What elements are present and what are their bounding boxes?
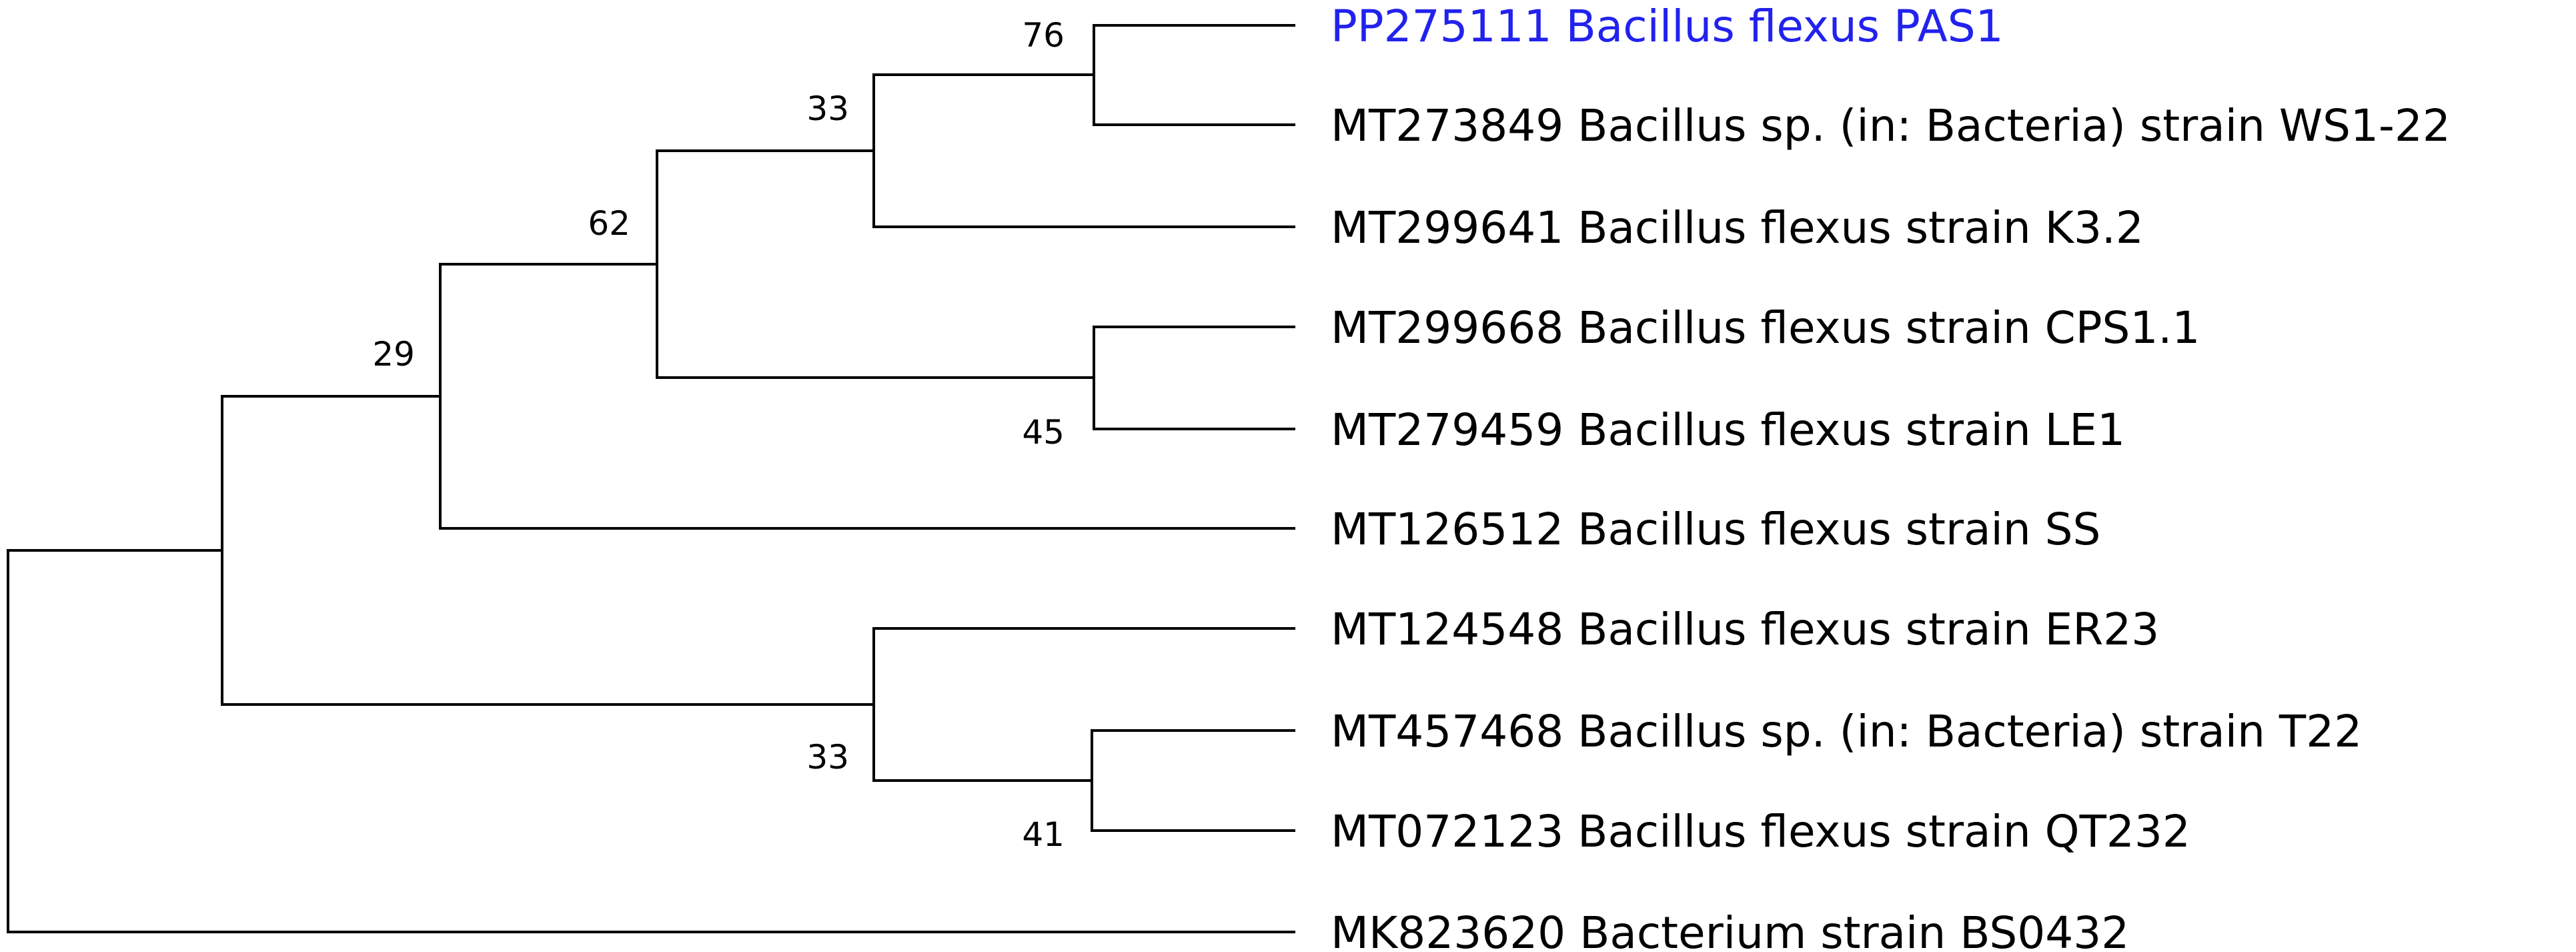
support-value: 29 <box>372 335 415 374</box>
taxon-label-mk823620: MK823620 Bacterium strain BS0432 <box>1331 907 2129 952</box>
taxon-label-mt457468: MT457468 Bacillus sp. (in: Bacteria) str… <box>1331 706 2362 757</box>
taxon-label-mt299668: MT299668 Bacillus flexus strain CPS1.1 <box>1331 302 2200 354</box>
support-value: 41 <box>1022 815 1065 854</box>
taxon-label-mt299641: MT299641 Bacillus flexus strain K3.2 <box>1331 202 2144 254</box>
taxon-label-mt279459: MT279459 Bacillus flexus strain LE1 <box>1331 404 2125 456</box>
support-value: 45 <box>1022 413 1065 452</box>
tree-branches <box>7 24 1295 933</box>
taxon-label-pp275111: PP275111 Bacillus flexus PAS1 <box>1331 1 2004 52</box>
support-value: 33 <box>806 89 849 128</box>
support-value: 76 <box>1022 16 1065 55</box>
taxon-label-mt072123: MT072123 Bacillus flexus strain QT232 <box>1331 806 2190 857</box>
taxon-label-mt273849: MT273849 Bacillus sp. (in: Bacteria) str… <box>1331 100 2451 151</box>
support-value: 33 <box>806 738 849 777</box>
support-value: 62 <box>588 204 630 243</box>
taxon-label-mt124548: MT124548 Bacillus flexus strain ER23 <box>1331 604 2159 655</box>
bootstrap-support-values: 76 33 45 62 29 41 33 <box>372 16 1065 854</box>
taxon-label-mt126512: MT126512 Bacillus flexus strain SS <box>1331 504 2100 555</box>
taxon-labels: PP275111 Bacillus flexus PAS1 MT273849 B… <box>1331 1 2451 952</box>
